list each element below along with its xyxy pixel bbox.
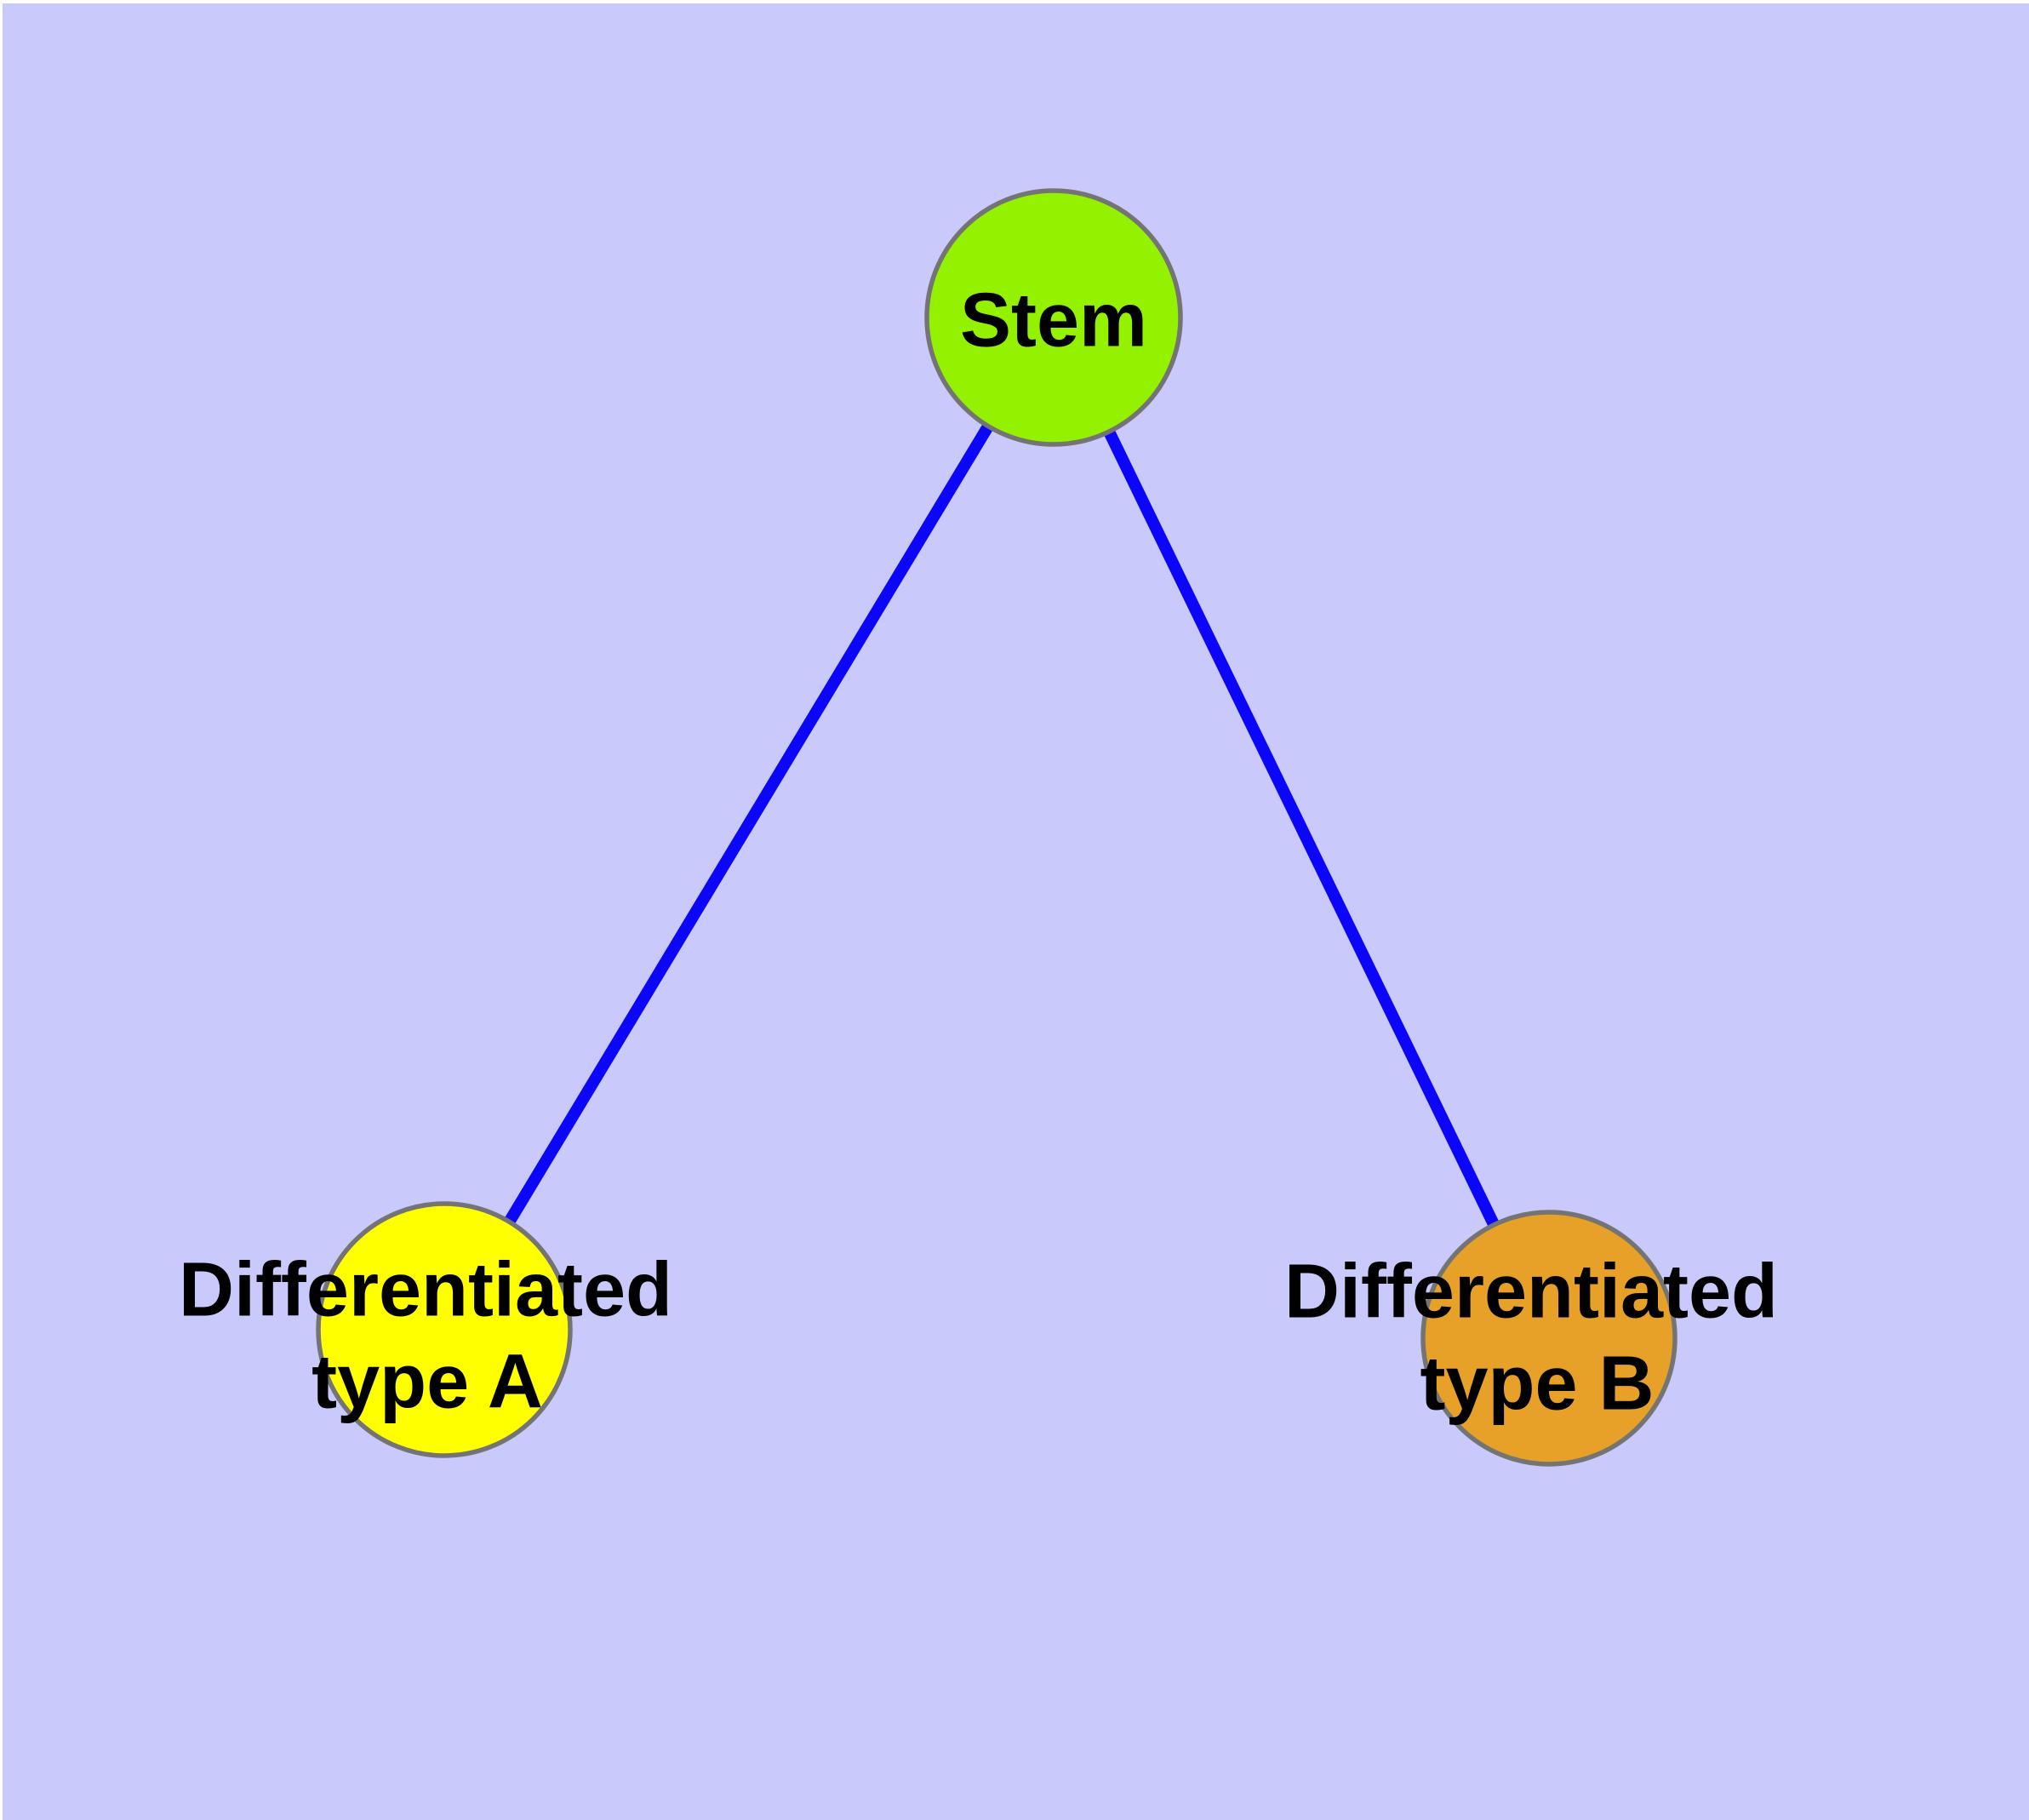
- stem-node: [924, 188, 1183, 447]
- type-a-node-label-line-1: Differentiated: [179, 1248, 672, 1333]
- edge-stem-to-type-a: [439, 314, 1059, 1333]
- type-b-node: [1420, 1210, 1677, 1467]
- type-a-node: [316, 1201, 573, 1458]
- type-b-node-label-line-2: type B: [1420, 1342, 1654, 1427]
- type-b-node-label-line-1: Differentiated: [1284, 1250, 1778, 1335]
- edge-stem-to-type-b: [1048, 314, 1555, 1342]
- stem-node-label: Stem: [960, 278, 1147, 363]
- type-a-node-label-line-2: type A: [311, 1340, 543, 1425]
